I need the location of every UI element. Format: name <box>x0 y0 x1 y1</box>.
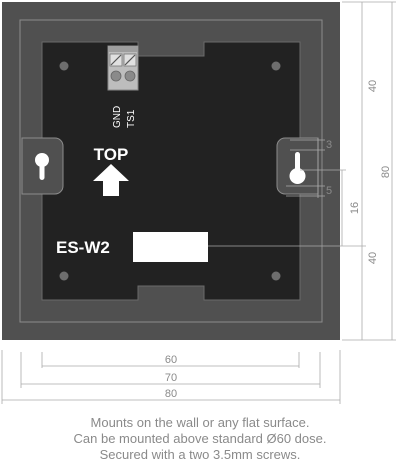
dim-bottom-hole-spacing: 60 <box>165 354 177 366</box>
model-label: ES-W2 <box>56 238 110 257</box>
caption-line-3: Secured with a two 3.5mm screws. <box>99 447 301 462</box>
caption-line-1: Mounts on the wall or any flat surface. <box>90 415 310 430</box>
bottom-dimension-lines <box>1 350 341 404</box>
caption-line-2: Can be mounted above standard Ø60 dose. <box>73 431 327 446</box>
dim-right-upper: 40 <box>367 80 379 92</box>
terminal-block <box>107 45 139 91</box>
terminal-label-ts1: TS1 <box>126 109 137 128</box>
label-area <box>133 232 208 262</box>
dim-right-total: 80 <box>380 166 392 178</box>
right-dimension-lines <box>208 1 396 341</box>
terminal-label-gnd: GND <box>112 106 123 128</box>
inner-frame-line <box>19 19 323 323</box>
screw-hole-bottom-right <box>271 271 281 281</box>
caption: Mounts on the wall or any flat surface. … <box>0 415 400 463</box>
up-arrow-icon <box>93 164 129 196</box>
dim-keyhole-offset: 5 <box>326 185 332 197</box>
dim-right-lower: 40 <box>367 252 379 264</box>
dim-keyhole-width: 3 <box>326 139 332 151</box>
screw-hole-top-right <box>271 61 281 71</box>
keyhole-left-icon <box>35 153 49 180</box>
dim-bottom-inner-width: 70 <box>165 372 177 384</box>
screw-hole-top-left <box>59 61 69 71</box>
dim-bottom-total-width: 80 <box>165 388 177 400</box>
screw-hole-bottom-left <box>59 271 69 281</box>
orientation-label: TOP <box>94 145 129 164</box>
dim-slot-offset: 16 <box>349 202 361 214</box>
keyhole-right-icon <box>289 152 306 184</box>
